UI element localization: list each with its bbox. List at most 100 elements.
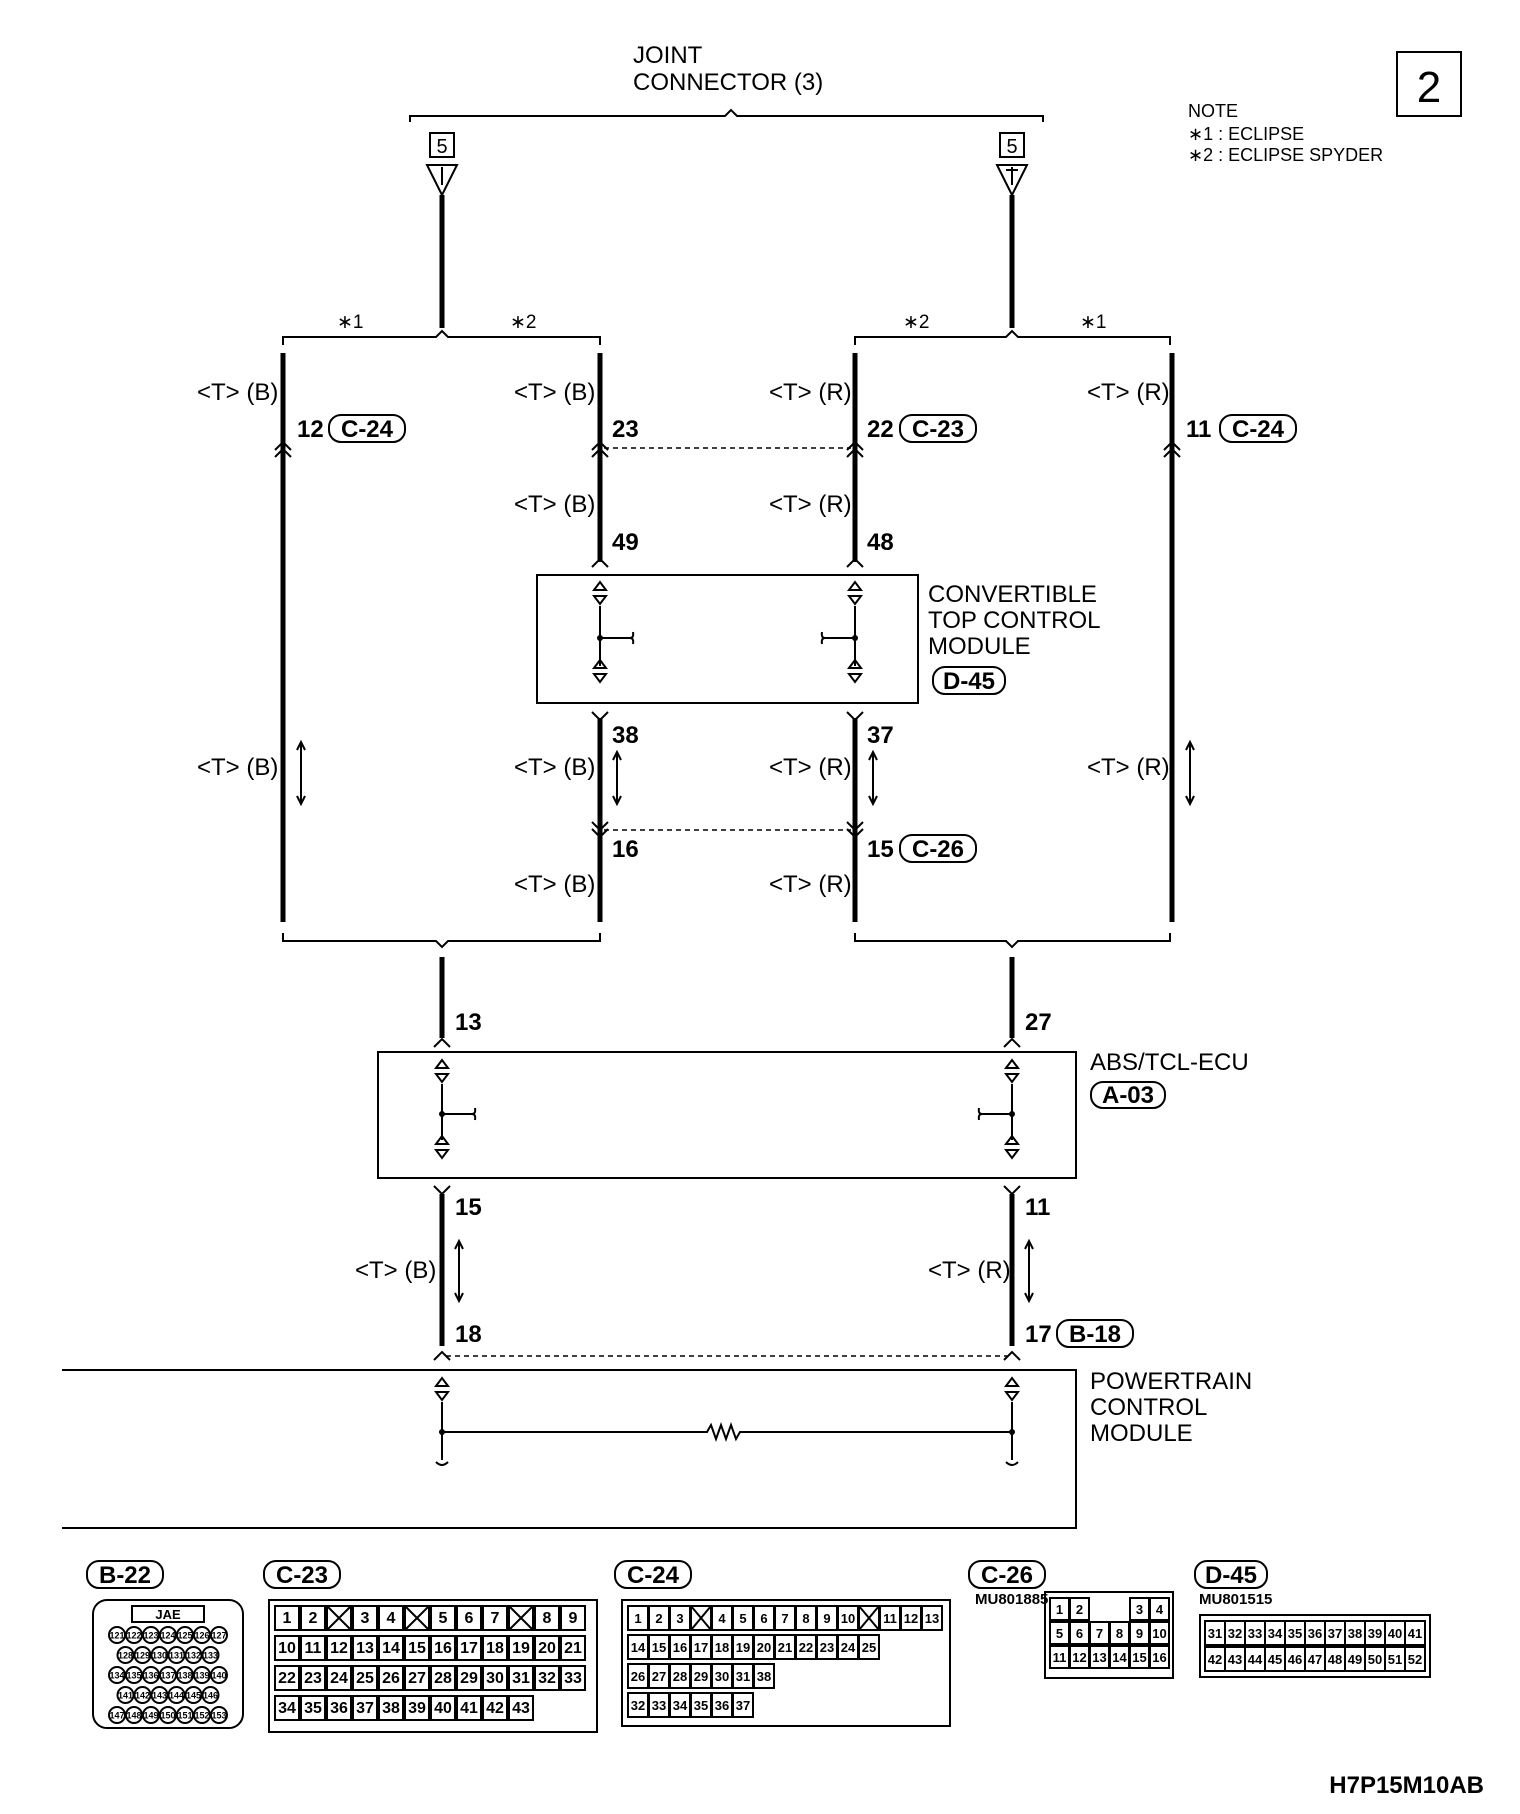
pin-label: 141 [118,1691,133,1701]
pin-label: 10 [841,1611,855,1626]
pin-number: 48 [867,529,894,556]
connector-tag [614,1560,692,1589]
lower-left-brace [282,933,601,949]
convertible-module-name-line2: TOP CONTROL [928,607,1100,634]
wire-color-label: <T> (R) [1087,379,1170,406]
pin-label: 43 [1228,1652,1242,1667]
pin-label: 33 [564,1670,582,1687]
pin-label: 9 [1136,1626,1143,1641]
bidirectional-arrow-icon [296,739,306,807]
pin-cell [378,1605,404,1631]
pin-number: 17 [1025,1321,1052,1348]
pin-label: 38 [757,1669,771,1684]
pin-label: 36 [330,1700,348,1717]
pin-cell [534,1665,560,1691]
pin-label: 37 [1328,1626,1342,1641]
connector-face-c26 [1044,1591,1174,1679]
pin-label: 1 [634,1611,641,1626]
pin-label: 20 [538,1640,556,1657]
pin-cell [921,1605,943,1631]
variant-mark-eclipse: ∗1 [1080,312,1107,333]
pin-label: 153 [211,1711,226,1721]
pcm-name-line3: MODULE [1090,1420,1193,1447]
connector-part-number: MU801885 [975,1591,1048,1608]
joint-connector-title-line1: JOINT [633,42,703,69]
note-eclipse-spyder: ∗2 : ECLIPSE SPYDER [1188,145,1383,165]
pin-label: 29 [694,1669,708,1684]
connector-id: C-26 [912,836,964,863]
pin-label: 122 [126,1631,141,1641]
drawing-code: H7P15M10AB [1329,1772,1484,1799]
pin-label: 133 [203,1651,218,1661]
pin-label: 19 [512,1640,530,1657]
pin-cell [732,1692,754,1718]
pin-cell-blank [326,1605,352,1631]
pin-label: 38 [1348,1626,1362,1641]
pin-cell [560,1665,586,1691]
bidirectional-arrow-icon [868,749,878,807]
pin-label: 138 [177,1671,192,1681]
pin-label: 5 [739,1611,746,1626]
pin-label: 52 [1408,1652,1422,1667]
pin-label: 128 [118,1651,133,1661]
pin-label: 16 [673,1640,687,1655]
wire-color-label: <T> (R) [769,871,852,898]
pin-number: 15 [455,1194,482,1221]
pin-cell [352,1605,378,1631]
connector-id: C-24 [1232,416,1285,443]
pin-cell [326,1635,352,1661]
variant-mark-spyder: ∗2 [903,312,930,333]
pin-label: 131 [169,1651,184,1661]
pin-label: 5 [1056,1626,1063,1641]
upper-right-brace [854,329,1171,345]
connector-tag [328,414,406,443]
pin-cell [534,1635,560,1661]
pin-cell [482,1665,508,1691]
page-number-box [1396,51,1462,117]
pin-label: 46 [1288,1652,1302,1667]
pin-label: 24 [841,1640,856,1655]
pin-cell [1404,1620,1426,1646]
pin-label: 9 [823,1611,830,1626]
pin-label: 30 [486,1670,504,1687]
pin-number: 38 [612,722,639,749]
pin-label: 41 [1408,1626,1422,1641]
pin-cell [753,1663,775,1689]
pin-label: 42 [486,1700,504,1717]
pin-label: 32 [1228,1626,1242,1641]
pin-label: 11 [1053,1650,1067,1665]
pin-number: 37 [867,722,894,749]
pin-label: 1 [1056,1602,1063,1617]
pin-number: 15 [867,836,894,863]
pin-cell [1149,1597,1170,1621]
pin-cell [482,1635,508,1661]
pin-label: 43 [512,1700,530,1717]
abs-tcl-ecu [377,1051,1077,1179]
connector-face-b22 [92,1599,244,1729]
pin-cell [300,1605,326,1631]
pin-number: 12 [297,416,324,443]
pin-cell [352,1635,378,1661]
pin-label: 6 [760,1611,767,1626]
connector-id: C-23 [912,416,964,443]
connector-tag [263,1560,341,1589]
pin-cell [482,1695,508,1721]
pin-label: 37 [356,1700,374,1717]
pin-number: 11 [1186,416,1211,443]
pin-label: 31 [512,1670,530,1687]
pin-cell [300,1665,326,1691]
pin-label: 7 [1096,1626,1103,1641]
pin-number: 13 [455,1009,482,1036]
pin-label: 47 [1308,1652,1322,1667]
connector-id: B-18 [1069,1321,1121,1348]
pin-label: 151 [177,1711,192,1721]
pin-cell [508,1635,534,1661]
variant-mark-spyder: ∗2 [510,312,537,333]
connector-tag [1056,1319,1134,1348]
pin-label: 8 [802,1611,809,1626]
pin-label: 6 [1076,1626,1083,1641]
pin-label: 35 [694,1698,708,1713]
joint-left-pin-box [429,132,455,158]
